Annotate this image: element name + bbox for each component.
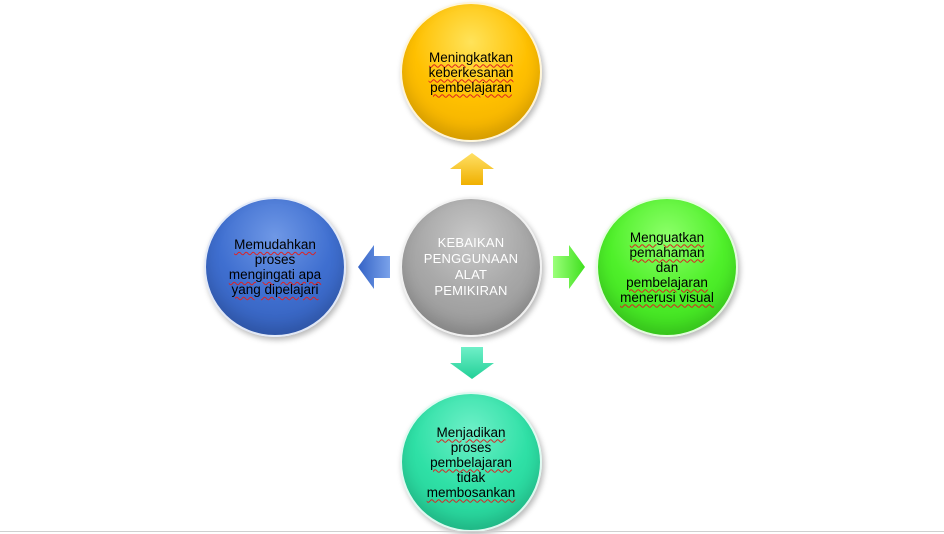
center-node-text: KEBAIKAN PENGGUNAAN ALAT PEMIKIRAN (408, 235, 534, 299)
left-node-text: Memudahkan proses mengingati apa yang di… (217, 237, 333, 297)
arrow-up-icon (450, 153, 494, 185)
right-node-text: Menguatkan pemahaman dan pembelajaran me… (610, 230, 724, 305)
bottom-node-text: Menjadikan proses pembelajaran tidak mem… (411, 425, 532, 500)
top-line: pembelajaran (430, 79, 512, 95)
left-line: yang dipelajari (231, 282, 319, 297)
right-line: pemahaman (629, 244, 705, 260)
bottom-line: tidak (456, 469, 486, 485)
right-line: menerusi visual (620, 289, 714, 305)
arrow-left-icon (358, 245, 390, 289)
right-line: dan (655, 259, 679, 275)
left-line: mengingati apa (228, 267, 322, 282)
left-line: Memudahkan (234, 237, 316, 252)
center-line: KEBAIKAN (437, 235, 505, 250)
bottom-line: membosankan (426, 484, 516, 500)
center-node: KEBAIKAN PENGGUNAAN ALAT PEMIKIRAN (400, 197, 542, 337)
top-node-text: Meningkatkan keberkesanan pembelajaran (413, 50, 530, 95)
bottom-line: pembelajaran (430, 454, 512, 470)
bottom-line: proses (450, 439, 492, 455)
right-node: Menguatkan pemahaman dan pembelajaran me… (596, 197, 738, 337)
top-node: Meningkatkan keberkesanan pembelajaran (400, 2, 542, 142)
right-line: Menguatkan (629, 229, 705, 245)
center-line: ALAT (454, 267, 488, 282)
arrow-right-icon (553, 245, 585, 289)
center-line: PENGGUNAAN (423, 251, 519, 266)
page-divider (0, 531, 944, 532)
left-node: Memudahkan proses mengingati apa yang di… (204, 197, 346, 337)
bottom-node: Menjadikan proses pembelajaran tidak mem… (400, 392, 542, 532)
bottom-line: Menjadikan (436, 424, 506, 440)
center-line: PEMIKIRAN (434, 283, 508, 298)
arrow-down-icon (450, 347, 494, 379)
right-line: pembelajaran (626, 274, 708, 290)
left-line: proses (254, 252, 296, 267)
top-line: Meningkatkan (428, 49, 514, 65)
top-line: keberkesanan (428, 64, 514, 80)
